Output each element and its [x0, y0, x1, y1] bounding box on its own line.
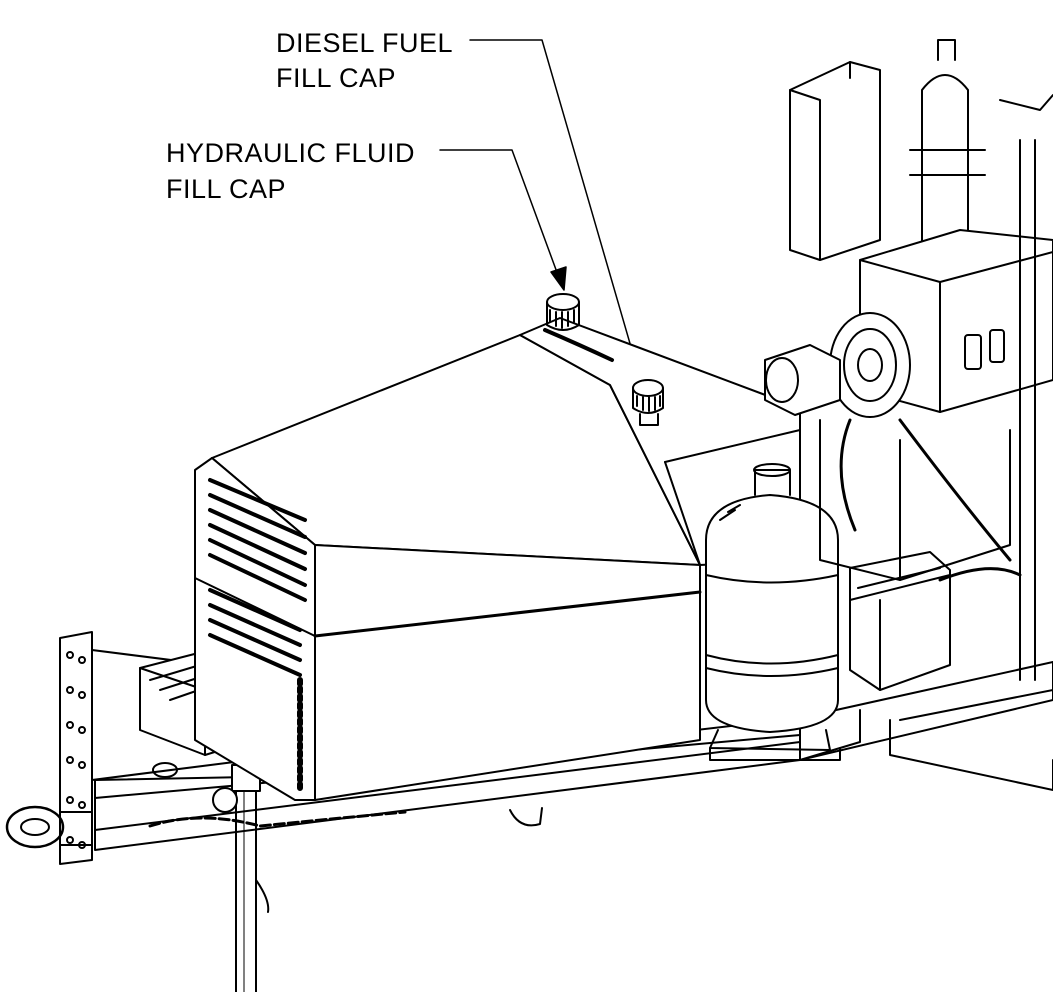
diesel-label-line2: FILL CAP [276, 63, 396, 93]
diesel-label-line1: DIESEL FUEL [276, 28, 453, 58]
engine-assembly [764, 39, 1053, 681]
diesel-fill-cap [632, 379, 664, 426]
tank-enclosure [194, 334, 702, 801]
propane-tank [705, 463, 841, 761]
right-battery-box [849, 551, 951, 691]
hitch-ring [5, 805, 93, 849]
hydraulic-label-line2: FILL CAP [166, 174, 286, 204]
hydraulic-fill-cap [543, 293, 614, 362]
hydraulic-leader-line [439, 149, 567, 291]
safety-chain [148, 810, 407, 828]
hydraulic-label-line1: HYDRAULIC FLUID [166, 138, 415, 168]
